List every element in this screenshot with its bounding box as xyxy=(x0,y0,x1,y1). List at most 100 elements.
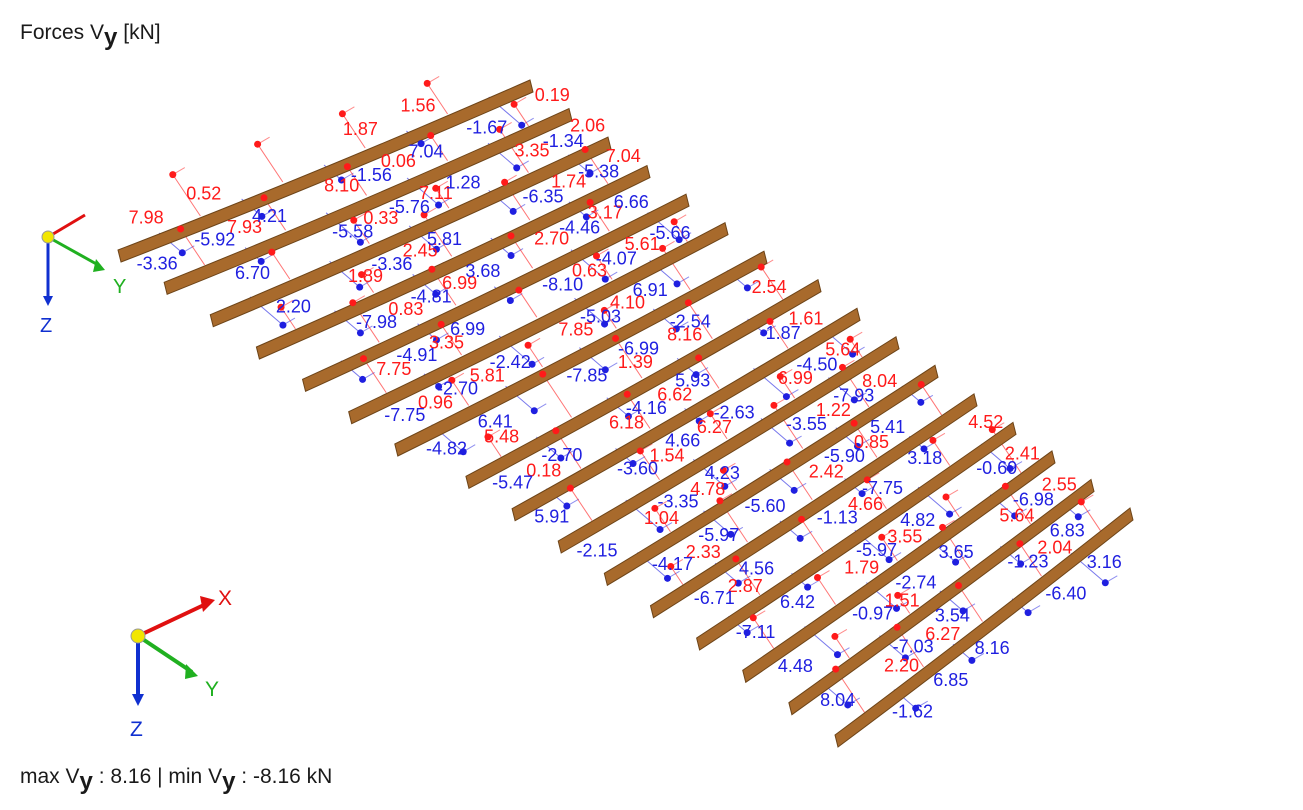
member-beam[interactable] xyxy=(511,307,861,522)
value-label: 8.04 xyxy=(862,371,897,391)
value-label: -3.35 xyxy=(658,492,699,512)
title-unit: [kN] xyxy=(123,21,161,44)
value-label: -7.03 xyxy=(893,637,934,657)
value-label: 0.19 xyxy=(535,85,570,105)
result-points xyxy=(169,79,1109,712)
value-label: 5.81 xyxy=(427,229,462,249)
member-beam[interactable] xyxy=(742,450,1056,684)
value-label: 3.16 xyxy=(1087,552,1122,572)
axis-triad[interactable]: X Y Z xyxy=(130,587,232,741)
value-label: 8.16 xyxy=(975,638,1010,658)
value-label: 5.81 xyxy=(470,366,505,386)
value-label: 3.17 xyxy=(588,203,623,223)
value-label: 0.18 xyxy=(526,461,561,481)
value-label: 4.23 xyxy=(705,463,740,483)
value-label: 6.27 xyxy=(697,417,732,437)
value-label: 1.79 xyxy=(844,557,879,577)
value-label: 2.42 xyxy=(809,462,844,482)
value-label: -2.42 xyxy=(490,352,531,372)
value-label: -5.97 xyxy=(698,525,739,545)
value-label: 0.96 xyxy=(418,393,453,413)
member-beam[interactable] xyxy=(465,278,822,490)
axis-label-z: Z xyxy=(130,718,143,741)
value-label: 3.35 xyxy=(429,332,464,352)
value-label: -5.03 xyxy=(580,306,621,326)
axis-label-y-small: Y xyxy=(113,276,126,298)
axis-label-x: X xyxy=(218,587,232,610)
max-subscript: y xyxy=(79,768,93,795)
value-label: -1.56 xyxy=(351,165,392,185)
member-beam[interactable] xyxy=(117,79,534,263)
value-label: 2.04 xyxy=(1037,538,1072,558)
value-label: 0.83 xyxy=(388,299,423,319)
value-label: 6.42 xyxy=(780,592,815,612)
value-label: 1.87 xyxy=(343,119,378,139)
member-beam[interactable] xyxy=(255,164,651,360)
value-label: -5.58 xyxy=(332,221,373,241)
origin-triad-small: Y Z xyxy=(40,213,126,337)
value-label: 0.52 xyxy=(186,184,221,204)
member-beam[interactable] xyxy=(788,478,1095,716)
value-label: 6.85 xyxy=(933,670,968,690)
value-label: -3.55 xyxy=(786,414,827,434)
value-label: 2.06 xyxy=(570,115,605,135)
value-label: 4.66 xyxy=(848,494,883,514)
value-label: 4.52 xyxy=(968,412,1003,432)
value-label: 6.99 xyxy=(442,273,477,293)
value-label: -7.75 xyxy=(862,478,903,498)
value-label: -7.93 xyxy=(833,386,874,406)
value-label: -2.70 xyxy=(541,445,582,465)
value-label: -1.23 xyxy=(1007,552,1048,572)
value-label: -7.75 xyxy=(384,405,425,425)
value-label: -4.81 xyxy=(411,286,452,306)
value-label: 7.04 xyxy=(409,141,444,161)
value-label: 5.48 xyxy=(484,427,519,447)
value-label: -4.91 xyxy=(396,345,437,365)
value-label: 6.27 xyxy=(925,624,960,644)
value-label: -4.82 xyxy=(426,439,467,459)
value-label: -4.07 xyxy=(596,249,637,269)
value-label: -4.46 xyxy=(559,218,600,238)
value-label: 1.74 xyxy=(551,172,586,192)
member-beam[interactable] xyxy=(301,193,690,393)
value-label: 6.70 xyxy=(235,263,270,283)
value-label: 0.85 xyxy=(854,432,889,452)
value-label: -5.66 xyxy=(649,223,690,243)
value-label: 5.93 xyxy=(675,370,710,390)
min-value: : -8.16 kN xyxy=(241,765,333,788)
value-label: 4.10 xyxy=(610,292,645,312)
member-beam[interactable] xyxy=(394,250,768,457)
value-label: -6.40 xyxy=(1045,584,1086,604)
member-beam[interactable] xyxy=(209,136,612,328)
value-label: 2.70 xyxy=(534,229,569,249)
value-label: -5.76 xyxy=(389,197,430,217)
member-beam[interactable] xyxy=(163,107,573,296)
value-label: 7.75 xyxy=(376,359,411,379)
member-beam[interactable] xyxy=(696,421,1017,651)
value-label: -2.63 xyxy=(714,402,755,422)
value-label: -5.90 xyxy=(824,446,865,466)
value-label: 0.63 xyxy=(572,260,607,280)
value-label: 6.62 xyxy=(657,384,692,404)
value-label: 6.66 xyxy=(614,192,649,212)
value-label: -1.13 xyxy=(817,508,858,528)
value-label: 3.18 xyxy=(907,448,942,468)
value-label: -7.85 xyxy=(566,365,607,385)
value-label: -3.60 xyxy=(617,459,658,479)
member-beam[interactable] xyxy=(348,221,729,425)
member-beam[interactable] xyxy=(649,393,978,619)
member-beam[interactable] xyxy=(557,336,900,554)
value-label: 3.54 xyxy=(935,605,970,625)
value-label: 1.51 xyxy=(885,591,920,611)
value-label: -5.38 xyxy=(578,161,619,181)
value-label: -1.62 xyxy=(892,702,933,722)
max-value: : 8.16 | xyxy=(98,765,163,788)
min-subscript: y xyxy=(222,768,236,795)
value-label: 4.56 xyxy=(739,558,774,578)
member-beam[interactable] xyxy=(834,507,1134,748)
value-label: -2.74 xyxy=(895,573,936,593)
value-label: -2.70 xyxy=(437,378,478,398)
value-label: -8.10 xyxy=(542,275,583,295)
